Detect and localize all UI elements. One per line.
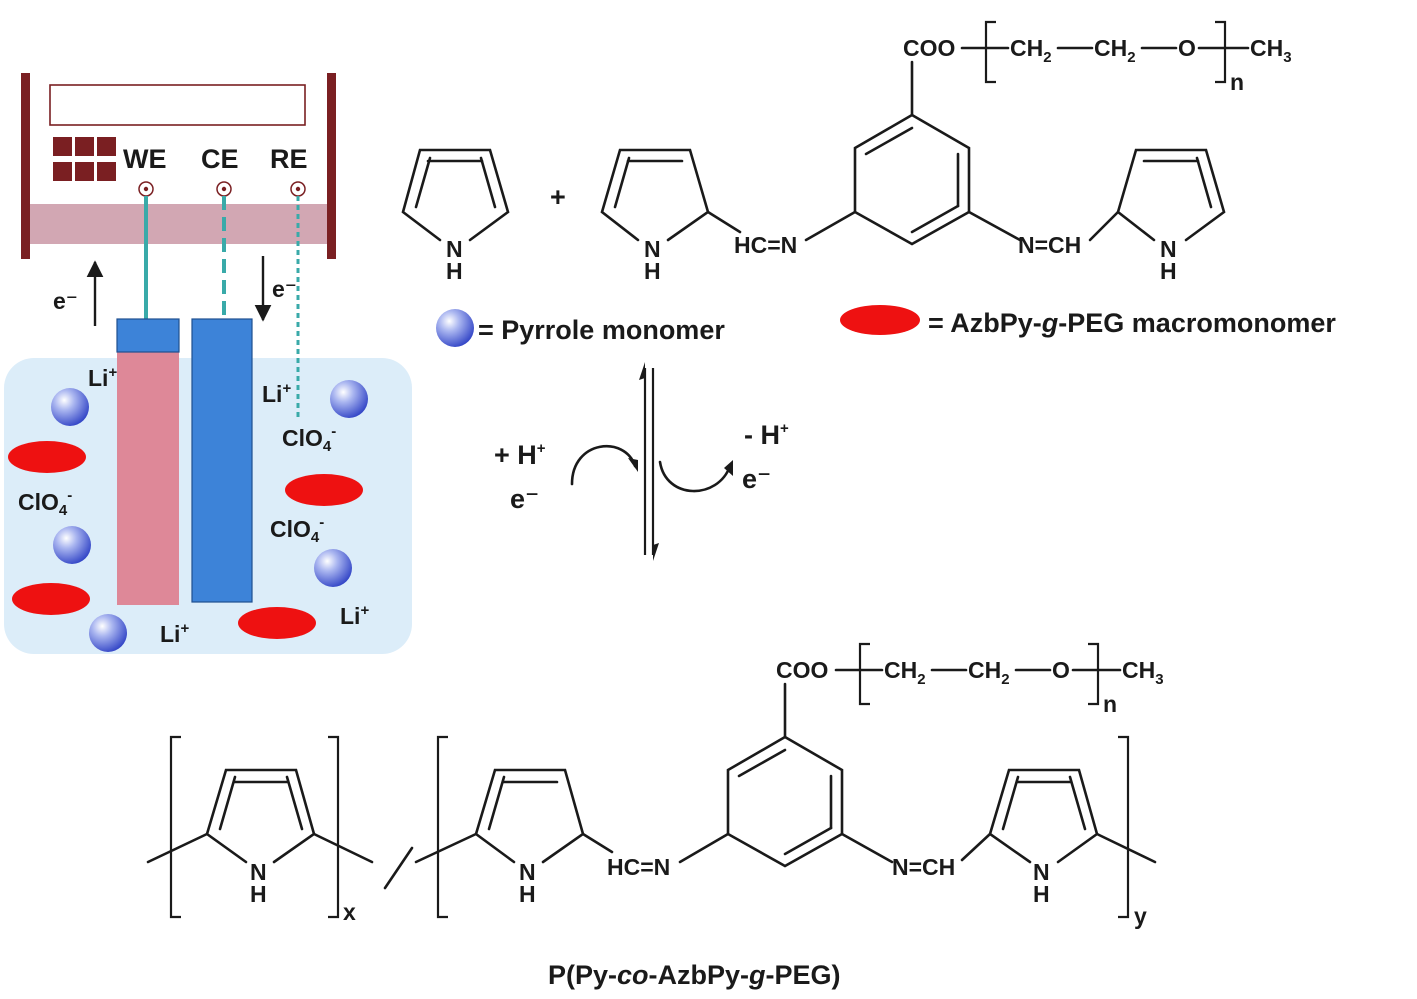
ion-perchlorate: ClO4- (270, 514, 324, 546)
svg-text:H: H (1160, 258, 1177, 284)
svg-text:CH2: CH2 (1094, 35, 1136, 66)
svg-text:COO: COO (903, 35, 955, 61)
svg-text:n: n (1230, 69, 1244, 95)
svg-text:N: N (446, 236, 463, 262)
equilibrium-arrows (570, 362, 733, 561)
svg-text:H: H (446, 258, 463, 284)
we-label: WE (123, 144, 167, 174)
electron-out-label: e⁻ (53, 288, 78, 314)
ion-li: Li+ (88, 364, 117, 391)
macromonomer-oval (8, 441, 86, 473)
potentiostat-display (49, 84, 306, 126)
ion-perchlorate: ClO4- (18, 487, 72, 519)
svg-text:CH3: CH3 (1122, 657, 1164, 688)
macromonomer-oval (285, 474, 363, 506)
pyrrole-structure: N H (401, 148, 510, 284)
ion-li: Li+ (340, 602, 369, 629)
ce-electrode (191, 318, 253, 603)
pyrrole-sphere (89, 614, 127, 652)
product-name: P(Py-co-AzbPy-g-PEG) (548, 960, 841, 990)
svg-text:H: H (519, 881, 536, 907)
copolymer-structure: N H x N H HC=N COO CH2 CH2 O n CH3 (146, 642, 1164, 929)
svg-text:n: n (1103, 691, 1117, 717)
potentiostat-left-post (21, 73, 30, 259)
svg-text:N: N (1160, 236, 1177, 262)
legend: = Pyrrole monomer = AzbPy-g-PEG macromon… (436, 305, 1336, 347)
electrochemical-cell: WE CE RE e⁻ e⁻ Li+ Li+ Li+ Li+ ClO4- ClO… (4, 73, 412, 654)
svg-text:x: x (343, 899, 356, 925)
svg-text:N: N (519, 859, 536, 885)
svg-text:N=CH: N=CH (892, 854, 955, 880)
svg-text:CH2: CH2 (1010, 35, 1052, 66)
legend-pyrrole-label: = Pyrrole monomer (478, 315, 725, 345)
svg-text:N: N (1033, 859, 1050, 885)
macromonomer-oval (238, 607, 316, 639)
svg-text:CH2: CH2 (884, 657, 926, 688)
re-label: RE (270, 144, 308, 174)
we-electrode (116, 318, 180, 353)
left-electron-label: e⁻ (510, 484, 539, 514)
potentiostat-right-post (327, 73, 336, 259)
we-electrode-film (117, 352, 179, 605)
pyrrole-sphere (314, 549, 352, 587)
svg-text:y: y (1134, 903, 1147, 929)
svg-text:N: N (250, 859, 267, 885)
potentiostat-band (28, 204, 330, 244)
right-proton-label: - H+ (744, 420, 789, 450)
ion-li: Li+ (160, 620, 189, 647)
ce-label: CE (201, 144, 239, 174)
svg-text:N=CH: N=CH (1018, 232, 1081, 258)
macromonomer-oval (12, 583, 90, 615)
left-proton-label: + H+ (494, 440, 546, 470)
legend-macromonomer-oval (840, 305, 920, 335)
potentiostat-keypad (53, 137, 116, 181)
svg-text:N: N (644, 236, 661, 262)
svg-text:H: H (1033, 881, 1050, 907)
svg-text:COO: COO (776, 657, 828, 683)
svg-text:O: O (1052, 657, 1070, 683)
ion-li: Li+ (262, 380, 291, 407)
electron-in-label: e⁻ (272, 276, 297, 302)
legend-pyrrole-sphere (436, 309, 474, 347)
ion-perchlorate: ClO4- (282, 423, 336, 455)
pyrrole-sphere (51, 388, 89, 426)
pyrrole-sphere (330, 380, 368, 418)
macromonomer-structure: N H HC=N COO CH2 CH2 O n CH3 N=CH N H (600, 20, 1292, 284)
right-electron-label: e⁻ (742, 464, 771, 494)
plus-sign: + (550, 182, 566, 212)
svg-text:CH3: CH3 (1250, 35, 1292, 66)
legend-macromonomer-label: = AzbPy-g-PEG macromonomer (928, 308, 1336, 338)
svg-text:CH2: CH2 (968, 657, 1010, 688)
svg-text:HC=N: HC=N (734, 232, 797, 258)
pyrrole-sphere (53, 526, 91, 564)
svg-text:HC=N: HC=N (607, 854, 670, 880)
svg-text:H: H (250, 881, 267, 907)
svg-text:O: O (1178, 35, 1196, 61)
svg-text:H: H (644, 258, 661, 284)
